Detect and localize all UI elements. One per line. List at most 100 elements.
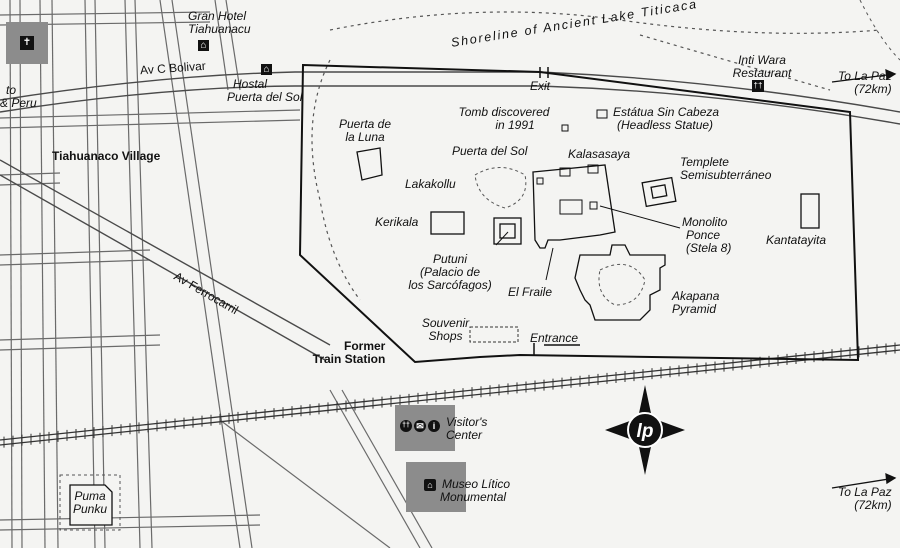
museo-building <box>406 462 466 512</box>
label-tiahuanaco-village: Tiahuanaco Village <box>52 149 161 163</box>
label-kantatayita: Kantatayita <box>766 233 827 247</box>
label-inti-wara: Inti Wara Restaurant <box>724 54 800 80</box>
templete-semisubterraneo <box>641 176 677 208</box>
label-former-line1: Former <box>344 339 386 353</box>
tomb-marker <box>561 124 569 132</box>
compass-logo-text: lp <box>637 421 654 442</box>
label-to-left-line1: to <box>6 83 17 97</box>
label-monolito-line3: (Stela 8) <box>686 241 732 255</box>
label-estatua-line2: (Headless Statue) <box>617 118 714 132</box>
post-office-icon: ✉ <box>414 420 426 432</box>
railway-line <box>0 344 900 446</box>
label-puma-punku: Puma Punku <box>70 490 110 516</box>
label-tomb-line2: in 1991 <box>495 118 535 132</box>
label-estatua-line1: Estátua Sin Cabeza <box>613 105 720 119</box>
home-icon: ⌂ <box>198 40 209 51</box>
label-monolito-ponce: Monolito Ponce (Stela 8) <box>682 216 731 255</box>
label-to-la-paz-bottom: To La Paz (72km) <box>838 486 892 512</box>
label-estatua: Estátua Sin Cabeza (Headless Statue) <box>613 106 719 132</box>
label-to-left-line2: & Peru <box>0 96 37 110</box>
toilet-icon: †† <box>400 420 412 432</box>
label-la-paz-bottom-line2: (72km) <box>854 498 892 512</box>
label-museo-line2: Monumental <box>440 490 507 504</box>
label-puma-line1: Puma <box>74 489 106 503</box>
label-akapana-line1: Akapana <box>672 289 720 303</box>
puma-punku-outline <box>59 474 121 531</box>
lakakollu-mound <box>474 167 527 209</box>
label-visitor-line1: Visitor's <box>446 415 488 429</box>
home-icon: ⌂ <box>261 64 272 75</box>
label-to-left: to & Peru <box>0 84 37 110</box>
restaurant-icon: †† <box>752 80 764 92</box>
puerta-del-sol-marker <box>536 177 544 185</box>
estatua-marker <box>596 109 608 119</box>
village-street-grid <box>0 0 433 548</box>
label-former-train-station: Former Train Station <box>312 339 386 366</box>
puerta-de-la-luna-outline <box>356 147 383 181</box>
label-entrance: Entrance <box>530 331 579 345</box>
putuni-outline <box>493 217 522 245</box>
railway-ties: (function(){ var g = document.currentScr… <box>3 342 896 448</box>
church-icon: ✝ <box>20 36 34 50</box>
label-souvenir-shops: Souvenir Shops <box>418 317 473 343</box>
label-former-line2: Train Station <box>312 352 386 366</box>
label-la-paz-top-line1: To La Paz <box>838 69 892 83</box>
label-visitor-line2: Center <box>446 428 483 442</box>
label-akapana-line2: Pyramid <box>672 302 717 316</box>
label-tomb-discovered: Tomb discovered in 1991 <box>454 106 554 132</box>
label-monolito-line2: Ponce <box>686 228 721 242</box>
label-tomb-line1: Tomb discovered <box>458 105 550 119</box>
label-to-la-paz-top: To La Paz (72km) <box>838 70 892 96</box>
label-puerta-luna-line1: Puerta de <box>338 117 392 131</box>
label-visitors-center: Visitor's Center <box>446 416 487 442</box>
label-putuni: Putuni (Palacio de los Sarcófagos) <box>405 253 495 292</box>
label-la-paz-bottom-line1: To La Paz <box>838 485 892 499</box>
site-boundary <box>298 63 860 364</box>
label-akapana: Akapana Pyramid <box>672 290 719 316</box>
label-souvenir-line1: Souvenir <box>421 316 470 330</box>
label-templete-line1: Templete <box>680 155 729 169</box>
akapana-pyramid <box>574 244 666 321</box>
label-museo-line1: Museo Lítico <box>442 477 511 491</box>
label-puerta-de-la-luna: Puerta de la Luna <box>330 118 400 144</box>
museum-icon: ⌂ <box>424 479 436 491</box>
akapana-inner <box>598 263 646 306</box>
label-putuni-line2: (Palacio de <box>419 265 481 279</box>
label-hostal-line1: Hostal <box>233 77 268 91</box>
ancient-shoreline <box>311 11 881 301</box>
label-hostal-line2: Puerta del Sol <box>227 90 303 104</box>
site-gates <box>533 67 580 356</box>
leader-lines <box>495 205 681 281</box>
label-lakakollu: Lakakollu <box>405 177 456 191</box>
label-puma-line2: Punku <box>72 502 108 516</box>
label-kerikala: Kerikala <box>375 215 419 229</box>
label-templete-line2: Semisubterráneo <box>680 168 772 182</box>
label-el-fraile: El Fraile <box>508 285 553 299</box>
kalasasaya-inner-b <box>587 164 599 174</box>
label-kalasasaya: Kalasasaya <box>568 147 631 161</box>
label-inti-line2: Restaurant <box>732 66 792 80</box>
label-gran-hotel: Gran Hotel Tiahuanacu <box>188 10 251 36</box>
kalasasaya-cross <box>559 199 583 215</box>
label-putuni-line1: Putuni <box>432 252 468 266</box>
souvenir-shops-outline <box>469 326 519 343</box>
label-exit: Exit <box>530 79 551 93</box>
label-puerta-luna-line2: la Luna <box>345 130 385 144</box>
arrows <box>831 68 897 489</box>
kantatayita-outline <box>800 193 820 229</box>
label-souvenir-line2: Shops <box>428 329 463 343</box>
lonely-planet-compass <box>605 385 685 475</box>
kerikala-outline <box>430 211 465 235</box>
label-gran-hotel-line1: Gran Hotel <box>188 9 247 23</box>
kalasasaya-platform <box>532 164 616 249</box>
label-inti-line1: Inti Wara <box>738 53 786 67</box>
label-monolito-line1: Monolito <box>682 215 728 229</box>
kalasasaya-inner-a <box>559 167 571 177</box>
label-putuni-line3: los Sarcófagos) <box>408 278 492 292</box>
label-la-paz-top-line2: (72km) <box>854 82 892 96</box>
monolito-ponce-marker <box>589 201 598 210</box>
label-hostal: Hostal Puerta del Sol <box>227 78 302 104</box>
label-museo-litico: Museo Lítico Monumental <box>440 478 510 504</box>
